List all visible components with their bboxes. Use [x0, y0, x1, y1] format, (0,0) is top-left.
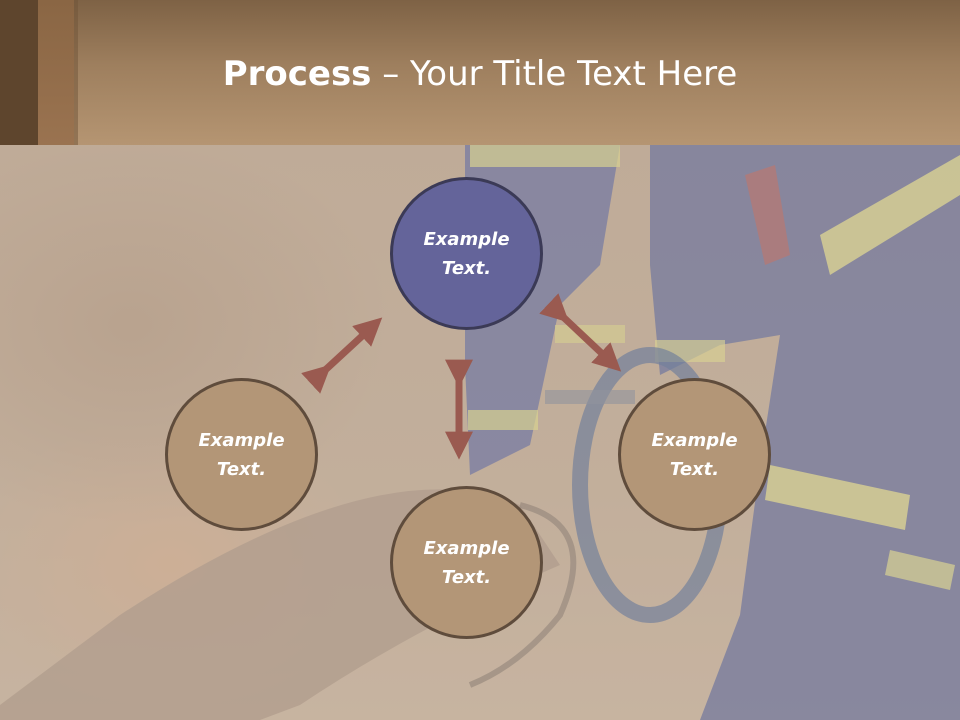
header-band: Process – Your Title Text Here — [0, 0, 960, 145]
title-bold: Process — [222, 54, 372, 94]
node-right-line1: Example — [651, 429, 738, 451]
header-accent-mid — [38, 0, 74, 145]
slide-title: Process – Your Title Text Here — [0, 52, 960, 96]
arrow-top-right — [539, 293, 622, 372]
title-rest: – Your Title Text Here — [371, 54, 738, 94]
node-top-line1: Example — [423, 228, 510, 250]
arrow-top-left — [301, 317, 383, 394]
node-bottom-line2: Text. — [441, 566, 492, 588]
node-top-line2: Text. — [441, 257, 492, 279]
node-left-line1: Example — [198, 429, 285, 451]
node-right-line2: Text. — [669, 458, 720, 480]
node-bottom-line1: Example — [423, 537, 510, 559]
header-accent-line — [74, 0, 78, 145]
header-accent-dark — [0, 0, 38, 145]
node-left-line2: Text. — [216, 458, 267, 480]
